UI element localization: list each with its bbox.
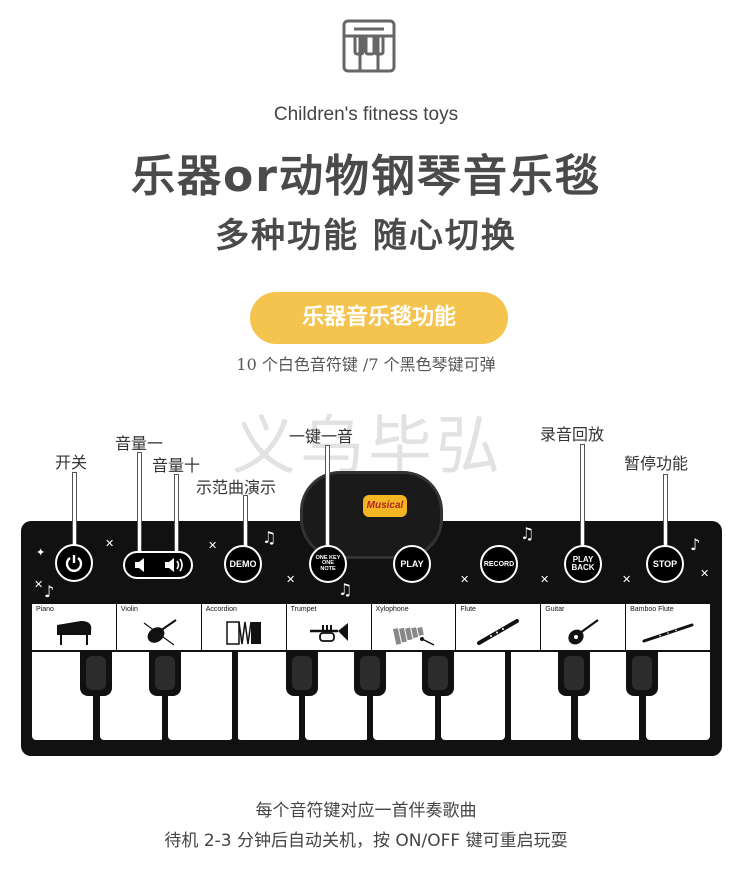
page-title: 乐器or动物钢琴音乐毯 [131,151,601,202]
speaker-high-icon[interactable] [163,557,185,573]
star-icon: ✦ [36,546,46,559]
instrument-label: Trumpet [290,606,317,613]
instrument-bamboo-flute[interactable]: Bamboo Flute [626,604,710,650]
star-icon: ✕ [622,573,632,586]
key-divider [505,652,511,740]
black-key[interactable] [80,652,112,696]
instrument-strip: Piano Violin Accordion Trumpet Xylop [32,604,710,650]
key-divider [232,652,238,740]
instrument-label: Flute [460,606,476,613]
black-key[interactable] [558,652,590,696]
stop-button[interactable]: STOP [646,545,684,583]
black-key[interactable] [149,652,181,696]
black-key[interactable] [286,652,318,696]
star-icon: ✕ [105,537,115,550]
subtitle: Children's fitness toys [273,104,459,125]
key-divider [435,696,441,740]
music-note-icon: ♫ [262,528,277,547]
leader-line [174,474,179,556]
violin-icon [143,619,177,646]
music-note-icon: ♫ [338,580,353,599]
demo-button[interactable]: DEMO [224,545,262,583]
power-button[interactable] [55,544,93,582]
music-note-icon: ♪ [44,582,55,601]
instrument-label: Violin [120,606,138,613]
star-icon: ✕ [540,573,550,586]
grand-piano-icon [56,621,92,645]
play-button[interactable]: PLAY [393,545,431,583]
record-button[interactable]: RECORD [480,545,518,583]
leader-line [72,472,77,546]
callout-stop: 暂停功能 [624,454,689,473]
guitar-icon [568,619,599,645]
key-divider [367,696,373,740]
power-icon [65,555,83,572]
black-key[interactable] [626,652,658,696]
footer-line-1: 每个音符键对应一首伴奏歌曲 [255,801,477,821]
music-note-icon: ♪ [690,535,701,554]
flute-icon [477,619,520,645]
page-subtitle: 多种功能 随心切换 [215,216,517,256]
callout-one-key: 一键一音 [289,427,354,446]
one-key-one-note-button[interactable]: ONE KEY ONE NOTE [309,545,347,583]
instrument-label: Xylophone [375,606,409,613]
instrument-violin[interactable]: Violin [117,604,202,650]
key-divider [639,696,645,740]
instrument-piano[interactable]: Piano [32,604,117,650]
instrument-guitar[interactable]: Guitar [541,604,627,650]
star-icon: ✕ [460,573,470,586]
leader-line [243,495,248,547]
instrument-accordion[interactable]: Accordion [202,604,287,650]
instrument-label: Bamboo Flute [630,606,674,613]
section-pill: 乐器音乐毯功能 [250,292,508,344]
instrument-label: Accordion [205,606,237,613]
instrument-trumpet[interactable]: Trumpet [287,604,372,650]
leader-line [325,445,330,547]
music-note-icon: ♫ [520,524,535,543]
star-icon: ✕ [208,539,218,552]
key-divider [93,696,99,740]
instrument-label: Guitar [545,606,565,613]
callout-playback: 录音回放 [540,425,605,444]
callout-demo: 示范曲演示 [196,478,277,497]
bamboo-flute-icon [642,623,694,643]
keys-note: 10 个白色音符键 /7 个黑色琴键可弹 [236,355,496,374]
trumpet-icon [309,623,348,642]
piano-keys-icon [342,19,396,73]
key-divider [299,696,305,740]
instrument-label: Piano [36,606,54,613]
leader-line [580,444,585,546]
playback-button[interactable]: PLAY BACK [564,545,602,583]
key-divider [162,696,168,740]
instrument-flute[interactable]: Flute [456,604,542,650]
leader-line [663,474,668,546]
xylophone-icon [393,626,435,646]
speaker-logo: Musical [363,495,407,517]
callout-vol-down: 音量一 [115,434,164,453]
instrument-xylophone[interactable]: Xylophone [372,604,457,650]
star-icon: ✕ [286,573,296,586]
callout-vol-up: 音量十 [152,456,201,475]
accordion-icon [225,621,261,645]
star-icon: ✕ [700,567,710,580]
speaker-low-icon[interactable] [133,557,151,573]
leader-line [137,452,142,556]
key-divider [571,696,577,740]
callout-power: 开关 [55,453,88,472]
footer-line-2: 待机 2-3 分钟后自动关机，按 ON/OFF 键可重启玩耍 [164,831,568,851]
star-icon: ✕ [34,578,44,591]
volume-control [123,551,193,579]
black-key[interactable] [354,652,386,696]
black-key[interactable] [422,652,454,696]
